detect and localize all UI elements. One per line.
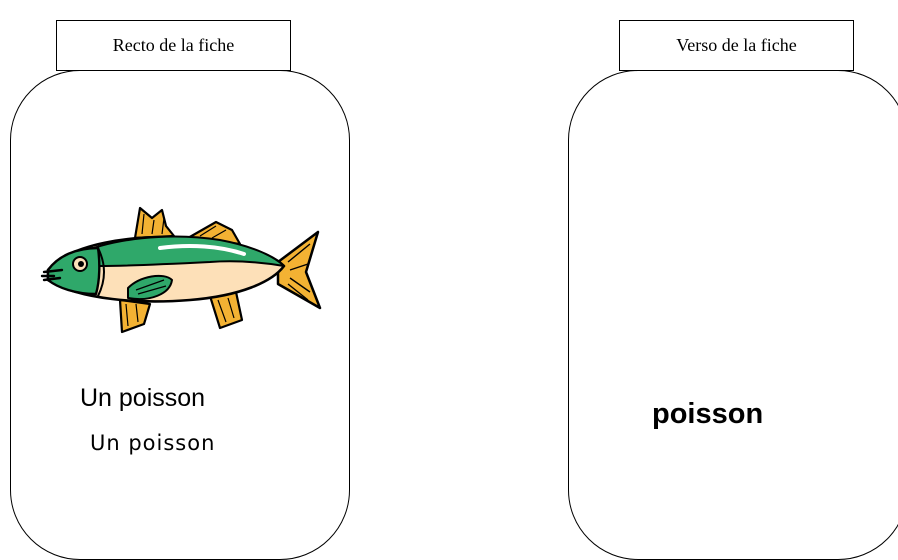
recto-label-text: Recto de la fiche: [112, 35, 235, 55]
verso-label-text: Verso de la fiche: [676, 35, 797, 55]
recto-card: [10, 70, 350, 560]
verso-label: Verso de la fiche: [619, 20, 854, 71]
recto-caption-primary: Un poisson: [80, 384, 206, 412]
verso-card: [568, 70, 898, 560]
verso-word: poisson: [652, 398, 764, 430]
recto-caption-secondary: Un poisson: [90, 431, 216, 455]
recto-label: Recto de la fiche: [56, 20, 291, 71]
fish-icon: [40, 206, 322, 334]
